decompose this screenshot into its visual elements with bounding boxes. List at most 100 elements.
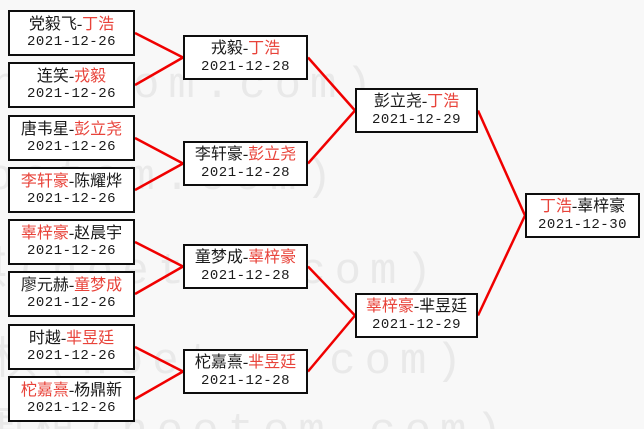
match-box: 柁嘉熹-杨鼎新 2021-12-26 — [8, 376, 135, 422]
match-date: 2021-12-26 — [26, 400, 116, 417]
player-separator: - — [413, 298, 420, 316]
match-date: 2021-12-26 — [26, 348, 116, 365]
match-box: 李轩豪-陈耀烨 2021-12-26 — [8, 167, 135, 213]
match-players: 丁浩-辜梓豪 — [540, 197, 625, 217]
player-right-name: 芈昱廷 — [419, 298, 468, 316]
match-box: 唐韦星-彭立尧 2021-12-26 — [8, 115, 135, 161]
player-separator: - — [421, 93, 428, 111]
match-date: 2021-12-26 — [26, 191, 116, 208]
player-left-name: 党毅飞 — [28, 15, 77, 33]
match-players: 廖元赫-童梦成 — [21, 276, 122, 296]
player-separator: - — [68, 276, 75, 294]
player-left-name: 柁嘉熹 — [194, 354, 243, 372]
bracket-connector-line — [307, 109, 356, 165]
player-left-name: 时越 — [28, 329, 61, 347]
match-box: 党毅飞-丁浩 2021-12-26 — [8, 10, 135, 56]
player-left-name: 辜梓豪 — [365, 298, 414, 316]
player-separator: - — [242, 354, 249, 372]
player-separator: - — [242, 40, 249, 58]
player-separator: - — [68, 224, 75, 242]
player-left-name: 丁浩 — [539, 198, 572, 216]
player-right-name: 芈昱廷 — [248, 354, 297, 372]
player-right-name: 丁浩 — [248, 40, 281, 58]
player-right-name: 童梦成 — [74, 276, 123, 294]
bracket-connector-line — [134, 370, 184, 401]
player-left-name: 戎毅 — [210, 40, 243, 58]
player-left-name: 童梦成 — [194, 249, 243, 267]
match-players: 辜梓豪-赵晨宇 — [21, 224, 122, 244]
match-players: 连笑-戎毅 — [37, 67, 106, 87]
match-players: 李轩豪-陈耀烨 — [21, 172, 122, 192]
match-date: 2021-12-30 — [537, 216, 627, 233]
player-separator: - — [76, 15, 83, 33]
player-left-name: 柁嘉熹 — [20, 381, 69, 399]
player-left-name: 唐韦星 — [20, 120, 69, 138]
match-players: 戎毅-丁浩 — [211, 39, 280, 59]
match-players: 时越-芈昱廷 — [29, 329, 114, 349]
match-players: 彭立尧-丁浩 — [374, 92, 459, 112]
player-right-name: 赵晨宇 — [74, 224, 123, 242]
player-right-name: 丁浩 — [427, 93, 460, 111]
match-date: 2021-12-29 — [371, 316, 461, 333]
match-date: 2021-12-26 — [26, 86, 116, 103]
match-box: 童梦成-辜梓豪 2021-12-28 — [183, 244, 308, 289]
bracket-connector-line — [134, 31, 184, 59]
player-left-name: 李轩豪 — [194, 146, 243, 164]
match-box: 廖元赫-童梦成 2021-12-26 — [8, 271, 135, 317]
match-date: 2021-12-26 — [26, 34, 116, 51]
bracket-connector-line — [134, 345, 184, 373]
match-box: 时越-芈昱廷 2021-12-26 — [8, 324, 135, 370]
player-right-name: 彭立尧 — [74, 120, 123, 138]
match-box: 柁嘉熹-芈昱廷 2021-12-28 — [183, 349, 308, 394]
match-box: 戎毅-丁浩 2021-12-28 — [183, 35, 308, 80]
bracket-connector-line — [134, 265, 184, 296]
match-box: 连笑-戎毅 2021-12-26 — [8, 62, 135, 108]
bracket-connector-line — [134, 136, 184, 165]
player-left-name: 廖元赫 — [20, 276, 69, 294]
player-right-name: 丁浩 — [82, 15, 115, 33]
player-right-name: 杨鼎新 — [74, 381, 123, 399]
player-right-name: 陈耀烨 — [74, 172, 123, 190]
player-separator: - — [242, 146, 249, 164]
match-date: 2021-12-29 — [371, 111, 461, 128]
match-players: 柁嘉熹-芈昱廷 — [195, 353, 296, 373]
player-left-name: 辜梓豪 — [20, 224, 69, 242]
bracket-connector-line — [307, 265, 356, 317]
player-right-name: 戎毅 — [74, 67, 107, 85]
match-players: 辜梓豪-芈昱廷 — [366, 297, 467, 317]
match-players: 童梦成-辜梓豪 — [195, 248, 296, 268]
match-date: 2021-12-28 — [200, 267, 290, 284]
match-players: 李轩豪-彭立尧 — [195, 145, 296, 165]
player-separator: - — [60, 329, 67, 347]
match-date: 2021-12-28 — [200, 164, 290, 181]
player-left-name: 连笑 — [36, 67, 69, 85]
player-right-name: 辜梓豪 — [577, 198, 626, 216]
player-separator: - — [68, 120, 75, 138]
bracket-connector-line — [307, 56, 356, 112]
match-date: 2021-12-28 — [200, 372, 290, 389]
match-box: 辜梓豪-赵晨宇 2021-12-26 — [8, 219, 135, 265]
player-right-name: 辜梓豪 — [248, 249, 297, 267]
bracket-connector-line — [476, 214, 527, 317]
player-separator: - — [68, 172, 75, 190]
player-left-name: 李轩豪 — [20, 172, 69, 190]
match-date: 2021-12-28 — [200, 58, 290, 75]
player-right-name: 彭立尧 — [248, 146, 297, 164]
match-date: 2021-12-26 — [26, 243, 116, 260]
bracket-connector-line — [476, 109, 527, 217]
player-left-name: 彭立尧 — [373, 93, 422, 111]
bracket-connector-line — [134, 240, 184, 268]
match-date: 2021-12-26 — [26, 295, 116, 312]
match-players: 柁嘉熹-杨鼎新 — [21, 381, 122, 401]
bracket-connector-line — [134, 162, 184, 192]
bracket-connector-line — [307, 314, 356, 373]
player-separator: - — [68, 381, 75, 399]
match-box: 辜梓豪-芈昱廷 2021-12-29 — [355, 293, 478, 338]
match-date: 2021-12-26 — [26, 139, 116, 156]
match-players: 党毅飞-丁浩 — [29, 15, 114, 35]
player-separator: - — [68, 67, 75, 85]
bracket-connector-line — [134, 56, 184, 87]
